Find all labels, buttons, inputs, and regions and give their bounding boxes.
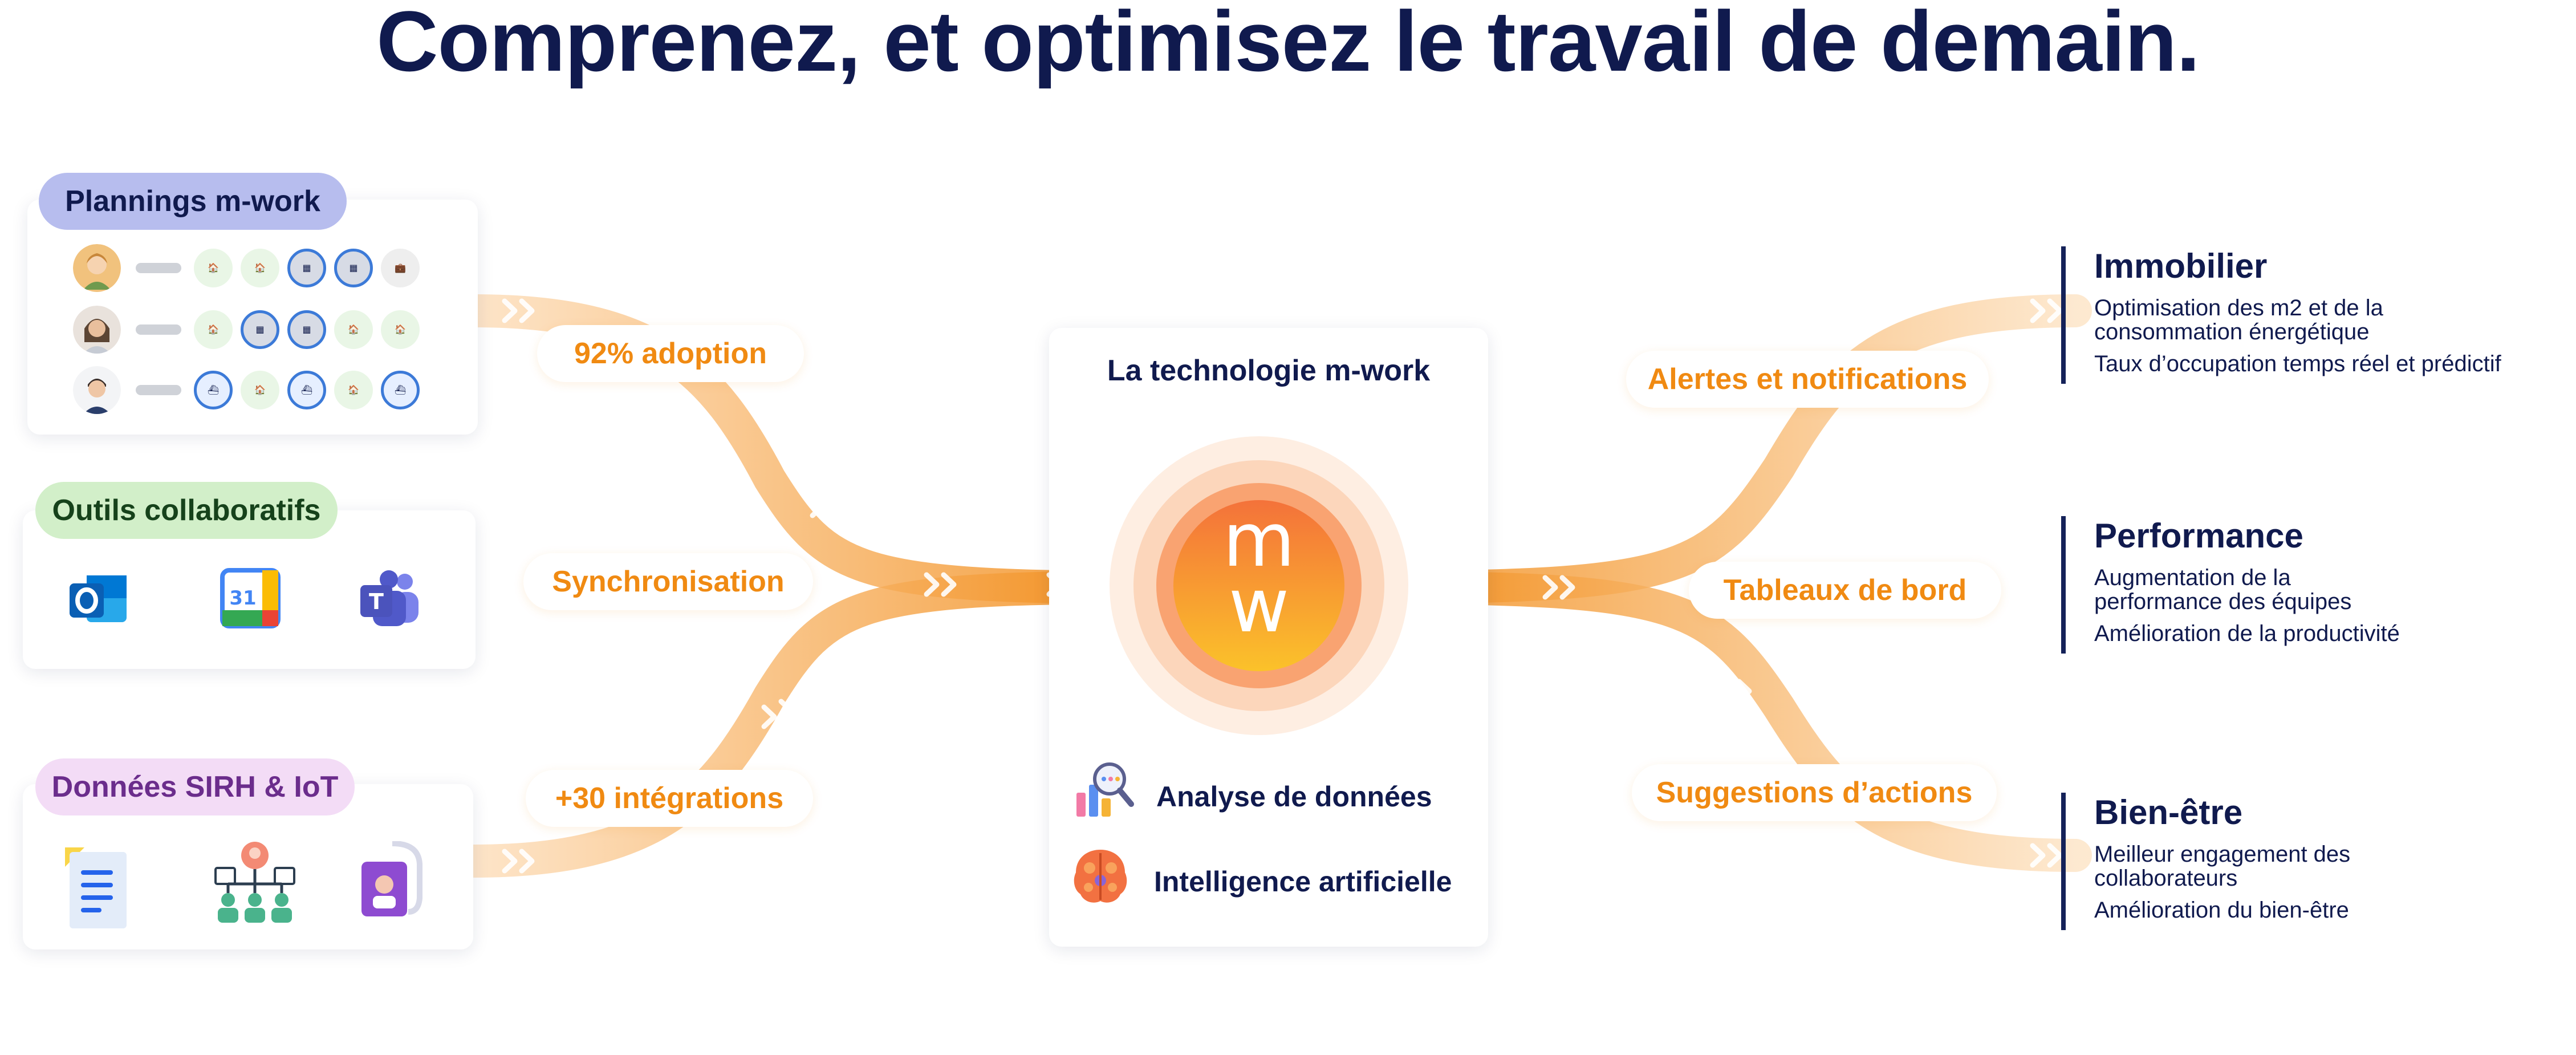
- synchronisation-label: Synchronisation: [523, 553, 813, 610]
- suggestions-label: Suggestions d’actions: [1632, 764, 1997, 821]
- outcome-title: Immobilier: [2094, 247, 2268, 285]
- outcome-text: Optimisation des m2 et de la consommatio…: [2094, 295, 2383, 344]
- flow-in-bottom: [457, 571, 1157, 878]
- outcome-text: Taux d’occupation temps réel et prédicti…: [2094, 351, 2501, 376]
- outcome-performance: Performance Augmentation de la performan…: [2061, 516, 2573, 654]
- integrations-label: +30 intégrations: [526, 770, 813, 827]
- org-chart-icon: [212, 838, 298, 927]
- document-icon: [62, 844, 130, 932]
- outcome-text: Amélioration du bien-être: [2094, 898, 2349, 923]
- home-day-icon: 🏠: [194, 249, 233, 287]
- away-day-icon: 💼: [381, 249, 420, 287]
- home-day-icon: 🏠: [334, 310, 373, 349]
- planning-row: ⛴ 🏠 ⛴ 🏠 ⛴: [73, 366, 428, 414]
- planning-dash: [136, 263, 181, 273]
- sirh-pill: Données SIRH & IoT: [35, 758, 355, 815]
- plannings-label: Plannings m-work: [65, 185, 320, 218]
- planning-row: 🏠 🏠 ▦ ▦ 💼: [73, 244, 428, 292]
- woman-avatar-icon: [73, 244, 121, 292]
- remote-day-icon: ⛴: [287, 371, 326, 409]
- home-day-icon: 🏠: [194, 310, 233, 349]
- remote-day-icon: ⛴: [194, 371, 233, 409]
- plannings-pill: Plannings m-work: [39, 173, 347, 230]
- outils-pill: Outils collaboratifs: [35, 482, 338, 539]
- woman2-avatar-icon: [73, 306, 121, 354]
- remote-day-icon: ⛴: [381, 371, 420, 409]
- tableaux-label: Tableaux de bord: [1689, 562, 2001, 619]
- outcome-title: Bien-être: [2094, 793, 2243, 831]
- outcome-immobilier: Immobilier Optimisation des m2 et de la …: [2061, 246, 2573, 384]
- logo-w: w: [1229, 562, 1289, 649]
- planning-dash: [136, 324, 181, 335]
- office-day-icon: ▦: [241, 310, 279, 349]
- office-day-icon: ▦: [287, 310, 326, 349]
- brain-icon: [1069, 845, 1132, 911]
- google-calendar-icon: 31: [220, 568, 281, 631]
- outils-label: Outils collaboratifs: [52, 494, 321, 527]
- m-work-logo: m w: [1108, 435, 1410, 737]
- outcome-text: Amélioration de la productivité: [2094, 621, 2400, 646]
- home-day-icon: 🏠: [334, 371, 373, 409]
- outcome-title: Performance: [2094, 517, 2303, 555]
- alertes-label: Alertes et notifications: [1626, 351, 1989, 408]
- man-avatar-icon: [73, 366, 121, 414]
- outcome-text: Meilleur engagement des collaborateurs: [2094, 842, 2351, 891]
- outcome-text: Augmentation de la performance des équip…: [2094, 565, 2352, 614]
- planning-dash: [136, 385, 181, 395]
- sirh-label: Données SIRH & IoT: [51, 770, 339, 804]
- data-analysis-icon: [1072, 758, 1135, 824]
- home-day-icon: 🏠: [241, 249, 279, 287]
- outcome-bien-etre: Bien-être Meilleur engagement des collab…: [2061, 793, 2573, 930]
- technology-title: La technologie m-work: [1107, 354, 1431, 387]
- office-day-icon: ▦: [287, 249, 326, 287]
- svg-text:T: T: [369, 589, 384, 614]
- logo-m: m: [1223, 497, 1295, 583]
- outlook-icon: [66, 567, 129, 633]
- flow-out-bottom: [1352, 571, 2092, 872]
- intelligence-label: Intelligence artificielle: [1154, 866, 1452, 898]
- badge-icon: [356, 841, 430, 924]
- teams-icon: T: [357, 569, 421, 631]
- analyse-label: Analyse de données: [1156, 781, 1432, 813]
- home-day-icon: 🏠: [241, 371, 279, 409]
- home-day-icon: 🏠: [381, 310, 420, 349]
- planning-row: 🏠 ▦ ▦ 🏠 🏠: [73, 306, 428, 354]
- calendar-number: 31: [229, 587, 256, 610]
- office-day-icon: ▦: [334, 249, 373, 287]
- page-title: Comprenez, et optimisez le travail de de…: [376, 0, 2200, 89]
- adoption-label: 92% adoption: [537, 325, 804, 382]
